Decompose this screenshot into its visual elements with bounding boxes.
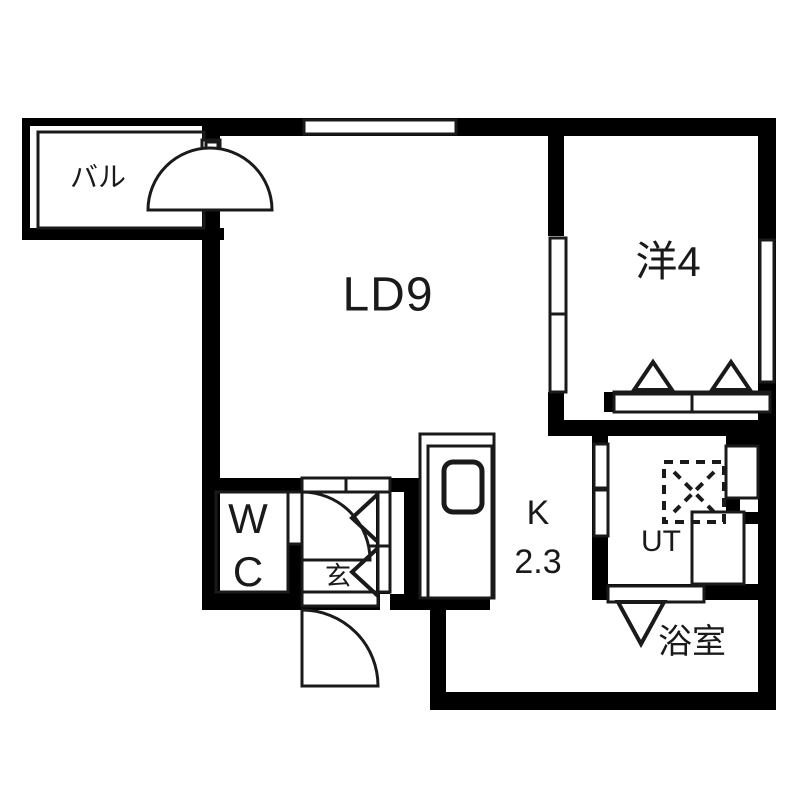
sliding-arrows [349,492,380,598]
window-ld-top [302,118,458,136]
closet-marker-right [708,358,754,392]
door-markers [614,358,754,649]
panel-hall-top-b [344,476,392,494]
door-arc-balcony [146,146,274,212]
windows [302,118,776,538]
slide-arrow-lower [349,546,380,598]
door-ut-bath [606,584,706,604]
label-kitchen-size: 2.3 [514,543,561,581]
washing-machine-icon [662,460,726,524]
slide-arrow-upper [349,492,380,544]
kitchen-sink-icon [441,459,485,515]
window-ut-left [592,488,610,538]
label-wc-w: W [228,495,268,542]
wc-door-jamb [286,490,304,546]
closet-marker-left [630,358,676,392]
label-balcony: バル [70,161,126,192]
door-arc-entrance [300,608,380,688]
label-genkan: 玄 [325,561,351,591]
window-ut-left-2 [592,442,610,490]
label-wc-c: C [233,548,263,595]
closet-door-left [612,392,694,414]
bath-door-marker [614,600,668,649]
label-living-dining: LD9 [342,269,433,322]
window-western-right [758,238,776,384]
label-kitchen-k: K [527,494,550,532]
sliding-doors [204,140,772,604]
label-utility: UT [641,525,681,558]
label-western-room: 洋4 [635,238,700,285]
panel-hall-top-a [300,476,348,494]
wc-floor [214,490,290,594]
closet-door-right [690,392,772,414]
sliding-panel-hall-a [376,490,392,548]
sliding-door-western-b [548,312,568,394]
walls [22,118,776,710]
sliding-door-western-a [548,236,568,316]
label-bathroom: 浴室 [658,623,726,661]
sliding-panel-hall-b [376,544,392,594]
door-swings [146,146,380,688]
